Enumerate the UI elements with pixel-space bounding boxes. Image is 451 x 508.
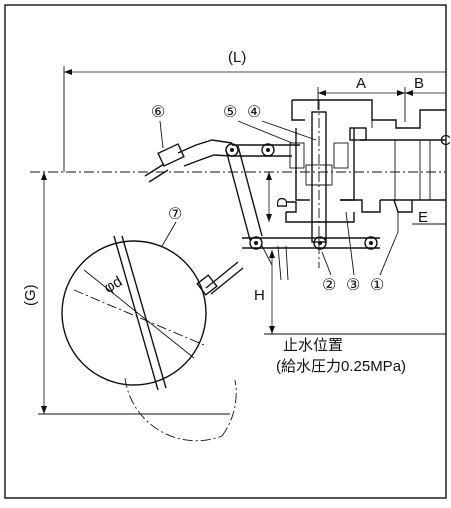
note-line2: (給水圧力0.25MPa)	[276, 358, 406, 375]
dim-h-arrow-top	[269, 250, 275, 258]
callout-part4: ④	[247, 104, 317, 141]
dim-d-arrow-top	[266, 172, 272, 180]
dim-l-label: (L)	[228, 49, 246, 66]
dim-e-label: E	[418, 209, 428, 226]
dim-h-arrow-bottom	[269, 326, 275, 334]
note-line1: 止水位置	[283, 337, 343, 354]
adjuster-part6	[144, 143, 185, 183]
svg-text:⑤: ⑤	[223, 104, 237, 121]
dim-b-label: B	[414, 75, 424, 92]
dim-l-arrow-left	[64, 69, 72, 75]
lever-arm	[177, 139, 380, 281]
outer-border	[4, 4, 447, 499]
svg-text:⑥: ⑥	[151, 104, 165, 121]
dim-a-label: A	[356, 75, 366, 92]
callout-part5: ⑤	[223, 104, 293, 144]
dim-a-arrow-right	[397, 90, 405, 96]
dim-h-label: H	[254, 287, 265, 304]
dim-b-arrow-left	[405, 90, 413, 96]
svg-text:⑦: ⑦	[168, 206, 182, 223]
svg-text:①: ①	[370, 277, 384, 294]
callout-part7: ⑦	[161, 206, 182, 247]
float-ball	[61, 235, 244, 391]
callout-part2: ②	[321, 251, 336, 294]
dim-g-arrow-bottom	[41, 406, 47, 414]
dim-d-arrow-bottom	[266, 214, 272, 222]
dim-diameter-label: φd	[101, 273, 125, 297]
dim-a-arrow-left	[318, 90, 326, 96]
float-swing-arc-2	[221, 379, 237, 437]
callout-part6: ⑥	[151, 104, 165, 149]
dim-g-arrow-top	[41, 172, 47, 180]
pivot-points	[225, 143, 378, 250]
svg-text:③: ③	[346, 277, 360, 294]
callout-part1: ①	[370, 231, 399, 294]
float-swing-arc	[124, 377, 223, 442]
svg-text:②: ②	[322, 277, 336, 294]
svg-text:④: ④	[247, 104, 261, 121]
dim-d-label: D	[274, 197, 291, 208]
valve-body	[285, 99, 446, 232]
dim-g-label: (G)	[22, 284, 39, 306]
callout-part3: ③	[345, 211, 360, 294]
